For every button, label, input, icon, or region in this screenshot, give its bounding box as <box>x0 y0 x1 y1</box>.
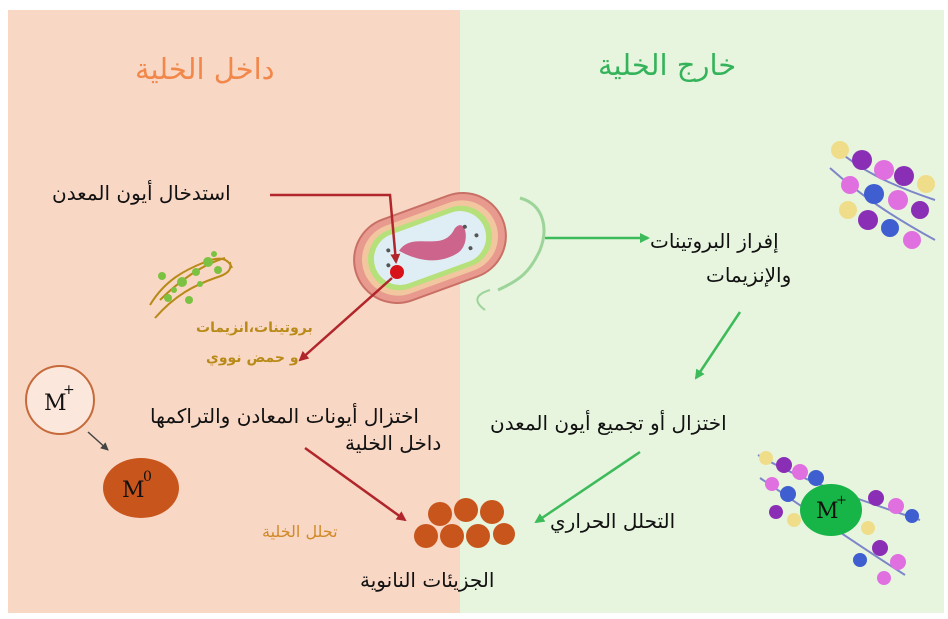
inside-title: داخل الخلية <box>135 52 275 86</box>
outside-ion-charge: + <box>836 493 847 508</box>
biomolecules-line2: و حمض نووي <box>206 350 299 366</box>
inside-ion-charge: + <box>63 382 75 398</box>
inside-reduction-line2: داخل الخلية <box>345 430 441 456</box>
ion-uptake-label: استدخال أيون المعدن <box>52 180 231 206</box>
ion-reduction-icon: M + M 0 <box>26 366 179 518</box>
outside-reduction-label: اختزال أو تجميع أيون المعدن <box>490 410 727 436</box>
protein-chain-icon: M + <box>758 451 920 585</box>
secretion-line1: إفراز البروتينات <box>650 228 779 254</box>
nanoparticle-cluster-icon <box>414 498 515 548</box>
cell-lysis-label: تحلل الخلية <box>262 522 338 541</box>
metal-label: M <box>122 478 145 503</box>
outside-title: خارج الخلية <box>598 48 736 82</box>
inside-reduction-line1: اختزال أيونات المعادن والتراكمها <box>150 403 419 429</box>
dna-helix-icon <box>150 251 232 318</box>
nanoparticles-label: الجزيئات النانوية <box>360 567 494 593</box>
thermal-decomposition-label: التحلل الحراري <box>550 508 675 534</box>
secretion-line2: والإنزيمات <box>706 262 791 288</box>
protein-chain-icon <box>830 141 935 249</box>
metal-charge: 0 <box>143 469 152 485</box>
biomolecules-line1: بروتينات،انزيمات <box>196 320 313 336</box>
